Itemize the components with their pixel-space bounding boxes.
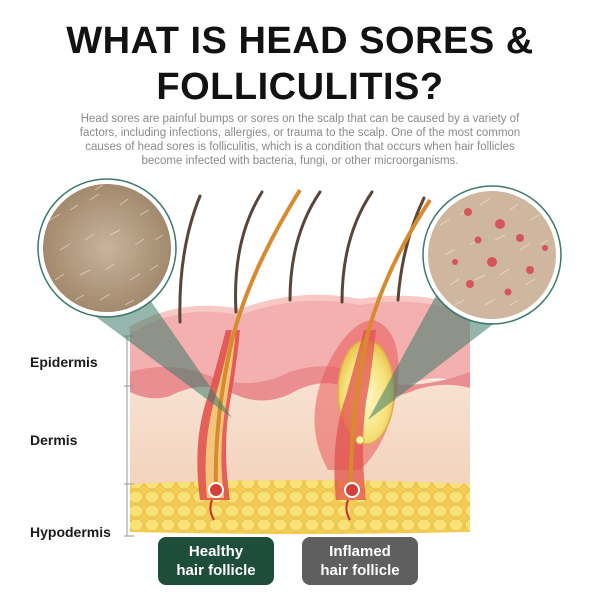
inflamed-follicle-bulb bbox=[344, 482, 360, 498]
healthy-label-line-1: Healthy bbox=[188, 543, 244, 560]
healthy-follicle-bulb bbox=[208, 482, 224, 498]
label-epidermis: Epidermis bbox=[30, 354, 98, 370]
title-line-2: FOLLICULITIS? bbox=[156, 66, 444, 108]
healthy-scalp-magnified bbox=[37, 178, 177, 318]
inflamed-label-line-2: hair follicle bbox=[320, 562, 400, 579]
description: Head sores are painful bumps or sores on… bbox=[36, 112, 564, 168]
dermis-layer bbox=[130, 380, 470, 484]
hypodermis-layer bbox=[130, 474, 470, 534]
description-line-2: factors, including infections, allergies… bbox=[79, 127, 521, 139]
label-hypodermis: Hypodermis bbox=[30, 524, 111, 540]
healthy-label-line-2: hair follicle bbox=[176, 562, 256, 579]
inflamed-label-line-1: Inflamed bbox=[329, 543, 391, 560]
description-line-3: causes of head sores is folliculitis, wh… bbox=[85, 141, 515, 153]
left-magnifier-cone bbox=[60, 290, 232, 418]
healthy-follicle bbox=[197, 188, 302, 521]
inflamed-follicle-label: Inflamed hair follicle bbox=[302, 537, 418, 585]
description-line-4: become infected with bacteria, fungi, or… bbox=[141, 155, 459, 167]
page-title: WHAT IS HEAD SORES & FOLLICULITIS? bbox=[0, 18, 600, 110]
healthy-follicle-label: Healthy hair follicle bbox=[158, 537, 274, 585]
label-dermis: Dermis bbox=[30, 432, 78, 448]
inflamed-spots bbox=[452, 208, 548, 296]
inflamed-scalp-magnified bbox=[422, 185, 562, 325]
description-line-1: Head sores are painful bumps or sores on… bbox=[80, 113, 520, 125]
skin-surface bbox=[128, 294, 472, 333]
title-line-1: WHAT IS HEAD SORES & bbox=[66, 20, 534, 62]
